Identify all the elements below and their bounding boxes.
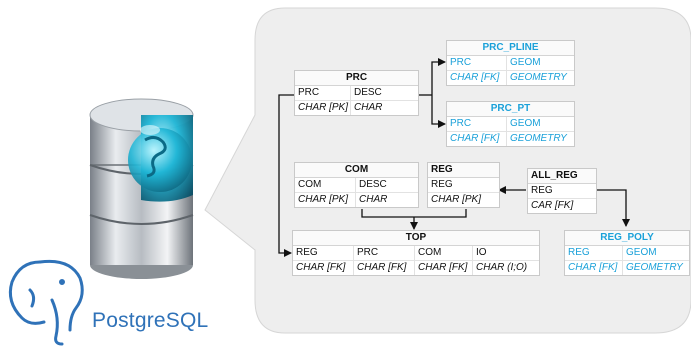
elephant-logo-icon bbox=[8, 259, 84, 346]
table-com: COM COM DESC CHAR [PK] CHAR bbox=[294, 162, 419, 208]
column-name: PRC bbox=[354, 246, 415, 260]
column-name: PRC bbox=[447, 117, 507, 131]
column-type: CHAR [FK] bbox=[415, 261, 473, 275]
column-type: CHAR [FK] bbox=[447, 71, 507, 85]
table-prc: PRC PRC DESC CHAR [PK] CHAR bbox=[294, 70, 419, 116]
table-all-reg-header: ALL_REG bbox=[528, 169, 596, 184]
column-type: GEOMETRY bbox=[510, 133, 567, 144]
column-type: GEOMETRY bbox=[626, 262, 683, 273]
table-reg-poly-types-row: CHAR [FK] GEOMETRY bbox=[565, 261, 689, 275]
table-prc-pt-header: PRC_PT bbox=[447, 102, 574, 117]
column-name: REG bbox=[565, 246, 623, 260]
table-prc-types-row: CHAR [PK] CHAR bbox=[295, 101, 418, 115]
table-reg: REG REG CHAR [PK] bbox=[427, 162, 500, 208]
table-reg-poly: REG_POLY REG GEOM CHAR [FK] GEOMETRY bbox=[564, 230, 690, 276]
column-name: REG bbox=[293, 246, 354, 260]
table-prc-pline-header: PRC_PLINE bbox=[447, 41, 574, 56]
column-type: CHAR [FK] bbox=[354, 261, 415, 275]
column-name: DESC bbox=[359, 179, 387, 190]
table-prc-header: PRC bbox=[295, 71, 418, 86]
column-name: GEOM bbox=[510, 57, 541, 68]
table-prc-pt: PRC_PT PRC GEOM CHAR [FK] GEOMETRY bbox=[446, 101, 575, 147]
postgresql-logo-text: PostgreSQL bbox=[92, 309, 209, 332]
table-all-reg-types-row: CAR [FK] bbox=[528, 199, 596, 213]
table-top-types-row: CHAR [FK] CHAR [FK] CHAR [FK] CHAR (I;O) bbox=[293, 261, 539, 275]
column-name: REG bbox=[531, 185, 553, 196]
column-name: COM bbox=[295, 178, 356, 192]
table-top-columns-row: REG PRC COM IO bbox=[293, 246, 539, 261]
table-prc-pline-types-row: CHAR [FK] GEOMETRY bbox=[447, 71, 574, 85]
column-name: IO bbox=[476, 247, 487, 258]
table-top-header: TOP bbox=[293, 231, 539, 246]
table-reg-poly-columns-row: REG GEOM bbox=[565, 246, 689, 261]
table-reg-poly-header: REG_POLY bbox=[565, 231, 689, 246]
table-reg-header: REG bbox=[428, 163, 499, 178]
column-name: DESC bbox=[354, 87, 382, 98]
relationship-connectors bbox=[278, 58, 630, 257]
table-reg-columns-row: REG bbox=[428, 178, 499, 193]
column-name: REG bbox=[431, 179, 453, 190]
table-prc-columns-row: PRC DESC bbox=[295, 86, 418, 101]
column-type: CHAR (I;O) bbox=[476, 262, 528, 273]
table-top: TOP REG PRC COM IO CHAR [FK] CHAR [FK] C… bbox=[292, 230, 540, 276]
column-type: CHAR [PK] bbox=[295, 193, 356, 207]
table-all-reg-columns-row: REG bbox=[528, 184, 596, 199]
table-prc-pline-columns-row: PRC GEOM bbox=[447, 56, 574, 71]
column-type: CHAR [PK] bbox=[295, 101, 351, 115]
table-prc-pline: PRC_PLINE PRC GEOM CHAR [FK] GEOMETRY bbox=[446, 40, 575, 86]
column-type: CHAR [FK] bbox=[293, 261, 354, 275]
table-prc-pt-types-row: CHAR [FK] GEOMETRY bbox=[447, 132, 574, 146]
table-com-header: COM bbox=[295, 163, 418, 178]
table-prc-pt-columns-row: PRC GEOM bbox=[447, 117, 574, 132]
column-type: CHAR bbox=[354, 102, 383, 113]
column-type: CHAR [FK] bbox=[447, 132, 507, 146]
table-all-reg: ALL_REG REG CAR [FK] bbox=[527, 168, 597, 214]
table-com-types-row: CHAR [PK] CHAR bbox=[295, 193, 418, 207]
column-name: GEOM bbox=[626, 247, 657, 258]
column-name: PRC bbox=[295, 86, 351, 100]
column-type: CAR [FK] bbox=[531, 200, 574, 211]
table-com-columns-row: COM DESC bbox=[295, 178, 418, 193]
column-type: CHAR [PK] bbox=[431, 194, 482, 205]
column-name: COM bbox=[415, 246, 473, 260]
table-reg-types-row: CHAR [PK] bbox=[428, 193, 499, 207]
column-name: GEOM bbox=[510, 118, 541, 129]
column-type: GEOMETRY bbox=[510, 72, 567, 83]
database-icon bbox=[89, 98, 194, 279]
column-type: CHAR [FK] bbox=[565, 261, 623, 275]
column-name: PRC bbox=[447, 56, 507, 70]
column-type: CHAR bbox=[359, 194, 388, 205]
